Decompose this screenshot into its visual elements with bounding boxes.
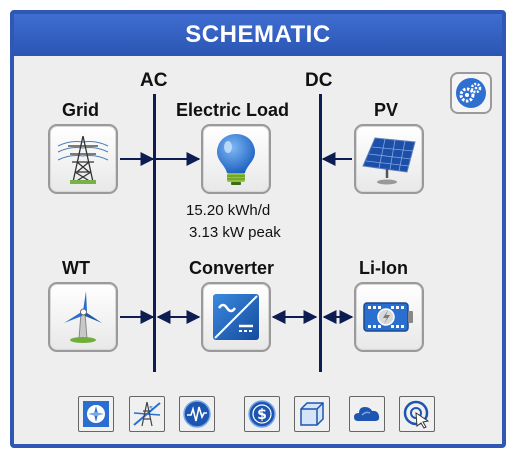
wt-tile[interactable] [48,282,118,352]
cube-icon [300,402,324,426]
converter-icon [213,294,259,340]
grid-tile[interactable] [48,124,118,194]
pv-tile[interactable] [354,124,424,194]
transmission-tower-icon [57,135,109,184]
gears-icon [456,78,486,108]
toolbar-cloud-button[interactable] [349,396,385,432]
dollar-icon: $ [248,400,276,428]
schematic-panel: SCHEMATIC AC DC Grid Electric Lo [10,10,506,448]
pv-label: PV [374,100,399,120]
light-bulb-icon [217,134,255,185]
cloud-icon [354,407,380,421]
toolbar-compass-button[interactable] [78,396,114,432]
settings-button[interactable] [450,72,492,114]
waveform-icon [183,400,211,428]
li-ion-label: Li-Ion [359,258,408,278]
svg-text:5: 5 [149,405,153,413]
converter-label: Converter [189,258,275,278]
toolbar-tower-chart-button[interactable]: 5 [129,396,165,432]
electric-load-label: Electric Load [176,100,290,120]
compass-icon [83,401,109,427]
electric-load-tile[interactable] [201,124,271,194]
schematic-title: SCHEMATIC [14,14,502,56]
dc-bus-line [319,94,322,372]
li-ion-tile[interactable] [354,282,424,352]
battery-icon [363,302,413,332]
optimize-icon [403,400,430,429]
toolbar-waveform-button[interactable] [179,396,215,432]
wt-label: WT [62,258,90,278]
load-energy-stat: 15.20 kWh/d [186,202,271,219]
dc-bus-label: DC [305,70,333,91]
solar-panel-icon [362,137,416,185]
tower-chart-icon: 5 [133,401,161,427]
toolbar-optimize-button[interactable] [399,396,435,432]
svg-text:$: $ [257,407,267,423]
ac-bus-label: AC [140,70,168,91]
ac-bus-line [153,94,156,372]
toolbar-dollar-button[interactable]: $ [244,396,280,432]
wind-turbine-icon [64,291,102,343]
converter-tile[interactable] [201,282,271,352]
load-peak-stat: 3.13 kW peak [189,224,281,241]
toolbar-cube-button[interactable] [294,396,330,432]
grid-label: Grid [62,100,100,120]
